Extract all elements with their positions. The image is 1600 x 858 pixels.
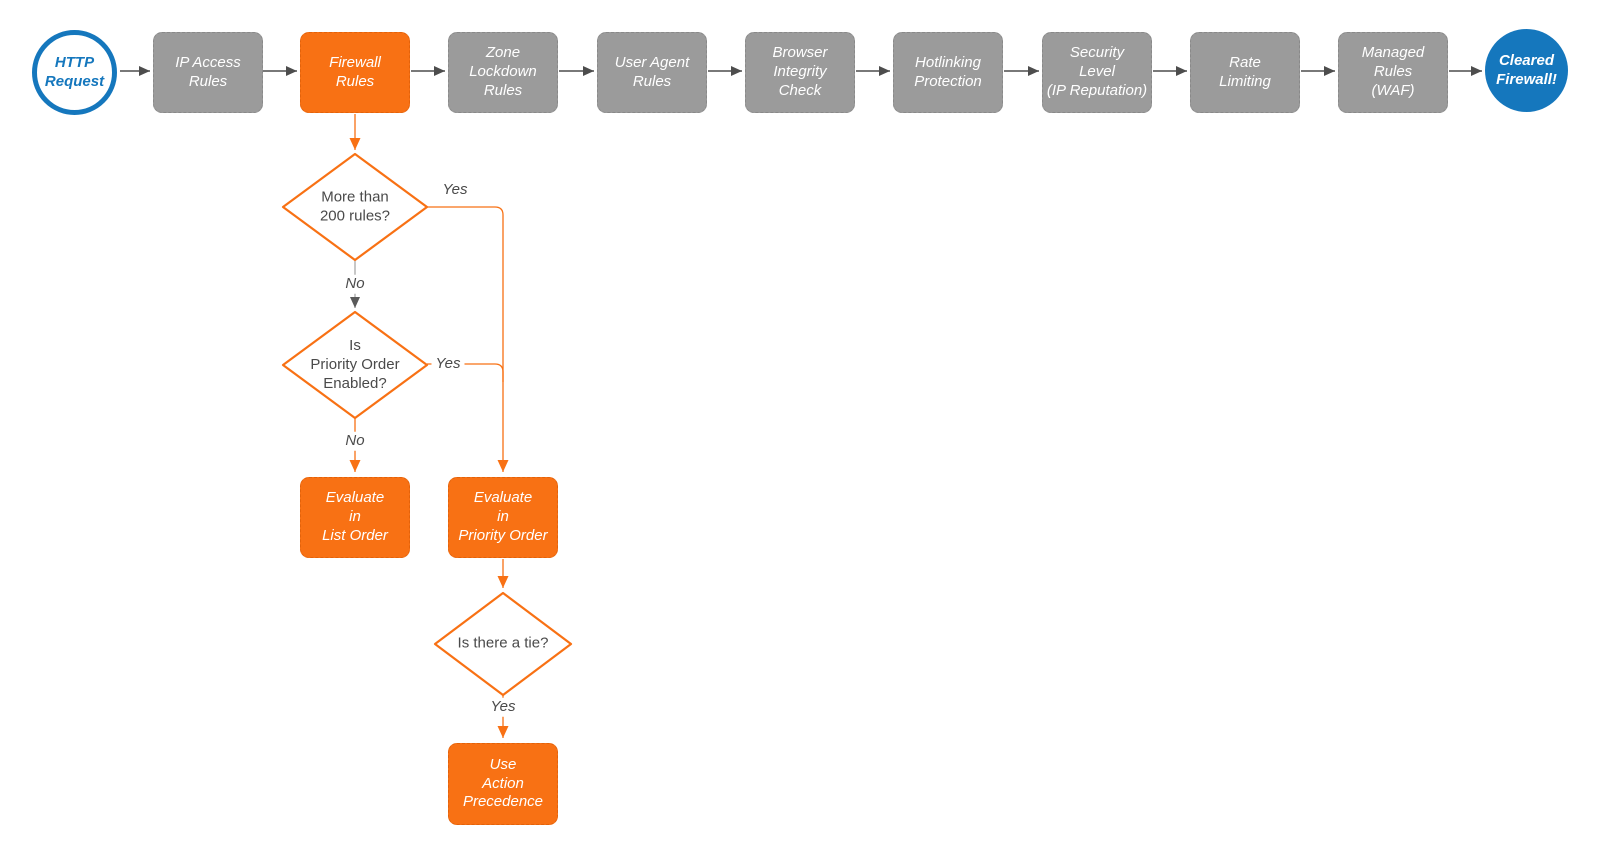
decision-diamond-priority-order-enabled (281, 310, 429, 420)
edge-label-decision3-yes: Yes (486, 697, 520, 717)
step-node-rate-limiting: Rate Limiting (1190, 32, 1300, 113)
edge-label-decision1-yes: Yes (438, 180, 472, 200)
end-node-cleared-firewall: Cleared Firewall! (1485, 29, 1568, 112)
edge-decision2-yes-merge (427, 363, 504, 382)
action-node-use-action-precedence: Use Action Precedence (448, 743, 558, 825)
step-node-security-level: Security Level (IP Reputation) (1042, 32, 1152, 113)
edge-label-decision2-no: No (341, 431, 369, 451)
decision-diamond-is-there-a-tie (433, 591, 573, 697)
decision-diamond-more-than-200-rules (281, 152, 429, 262)
decision-label-more-than-200-rules: More than 200 rules? (319, 188, 391, 224)
step-node-firewall-rules: Firewall Rules (300, 32, 410, 113)
step-node-hotlinking-protection: Hotlinking Protection (893, 32, 1003, 113)
step-node-zone-lockdown-rules: Zone Lockdown Rules (448, 32, 558, 113)
action-node-evaluate-priority-order: Evaluate in Priority Order (448, 477, 558, 558)
action-node-evaluate-list-order: Evaluate in List Order (300, 477, 410, 558)
step-node-ip-access-rules: IP Access Rules (153, 32, 263, 113)
decision-label-priority-order-enabled: Is Priority Order Enabled? (310, 336, 400, 392)
edge-label-decision1-no: No (341, 274, 369, 294)
decision-label-is-there-a-tie: Is there a tie? (457, 634, 549, 652)
step-node-managed-rules-waf: Managed Rules (WAF) (1338, 32, 1448, 113)
edge-label-decision2-yes: Yes (431, 354, 465, 374)
step-node-user-agent-rules: User Agent Rules (597, 32, 707, 113)
step-node-browser-integrity-check: Browser Integrity Check (745, 32, 855, 113)
edge-decision1-yes-to-priority (427, 206, 509, 472)
start-node-http-request: HTTP Request (32, 30, 117, 115)
